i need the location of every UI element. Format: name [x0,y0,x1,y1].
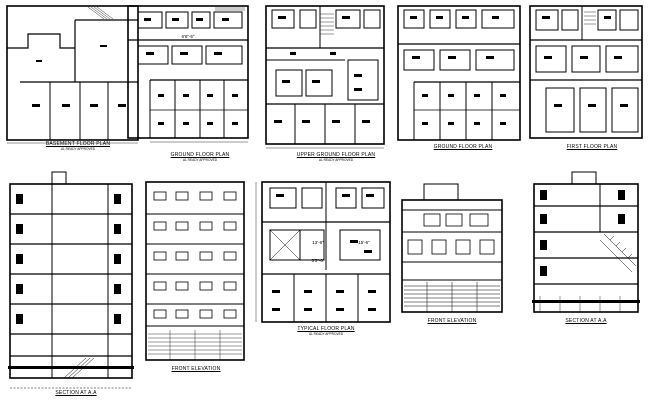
note-already-approved-1: AL READY APPROVED [60,147,96,151]
first-floor-plan [529,5,643,139]
section-left [8,171,134,389]
typical-floor-plan [255,181,391,323]
label-section-right: SECTION AT A.A [565,318,607,324]
label-ground-floor-plan-2: GROUND FLOOR PLAN [433,144,493,150]
dim-text-1: 6'6"-5" [181,34,194,39]
label-front-elevation-right: FRONT ELEVATION [427,318,477,324]
label-basement-floor-plan: BASEMENT FLOOR PLAN [45,141,111,147]
label-first-floor-plan: FIRST FLOOR PLAN [566,144,618,150]
dim-text-4: 15'-6" [358,240,370,245]
note-already-approved-3: AL READY APPROVED [318,158,354,162]
label-ground-floor-plan: GROUND FLOOR PLAN [170,152,230,158]
upper-ground-floor-plan [265,5,385,149]
label-section-left: SECTION AT A.A [55,390,97,396]
note-already-approved-4: AL READY APPROVED [308,332,344,336]
front-elevation-left [145,181,245,361]
ground-floor-plan [127,5,249,143]
label-upper-ground-floor-plan: UPPER GROUND FLOOR PLAN [296,152,376,158]
section-right [532,171,640,313]
label-typical-floor-plan: TYPICAL FLOOR PLAN [297,326,355,332]
dim-text-3: 13'-6" [312,240,324,245]
front-elevation-right [401,183,503,313]
dim-text-2: 5'5"-6" [311,258,324,263]
note-already-approved-2: AL READY APPROVED [182,158,218,162]
ground-floor-plan-2 [397,5,521,141]
basement-floor-plan [6,5,139,144]
label-front-elevation-left: FRONT ELEVATION [171,366,221,372]
